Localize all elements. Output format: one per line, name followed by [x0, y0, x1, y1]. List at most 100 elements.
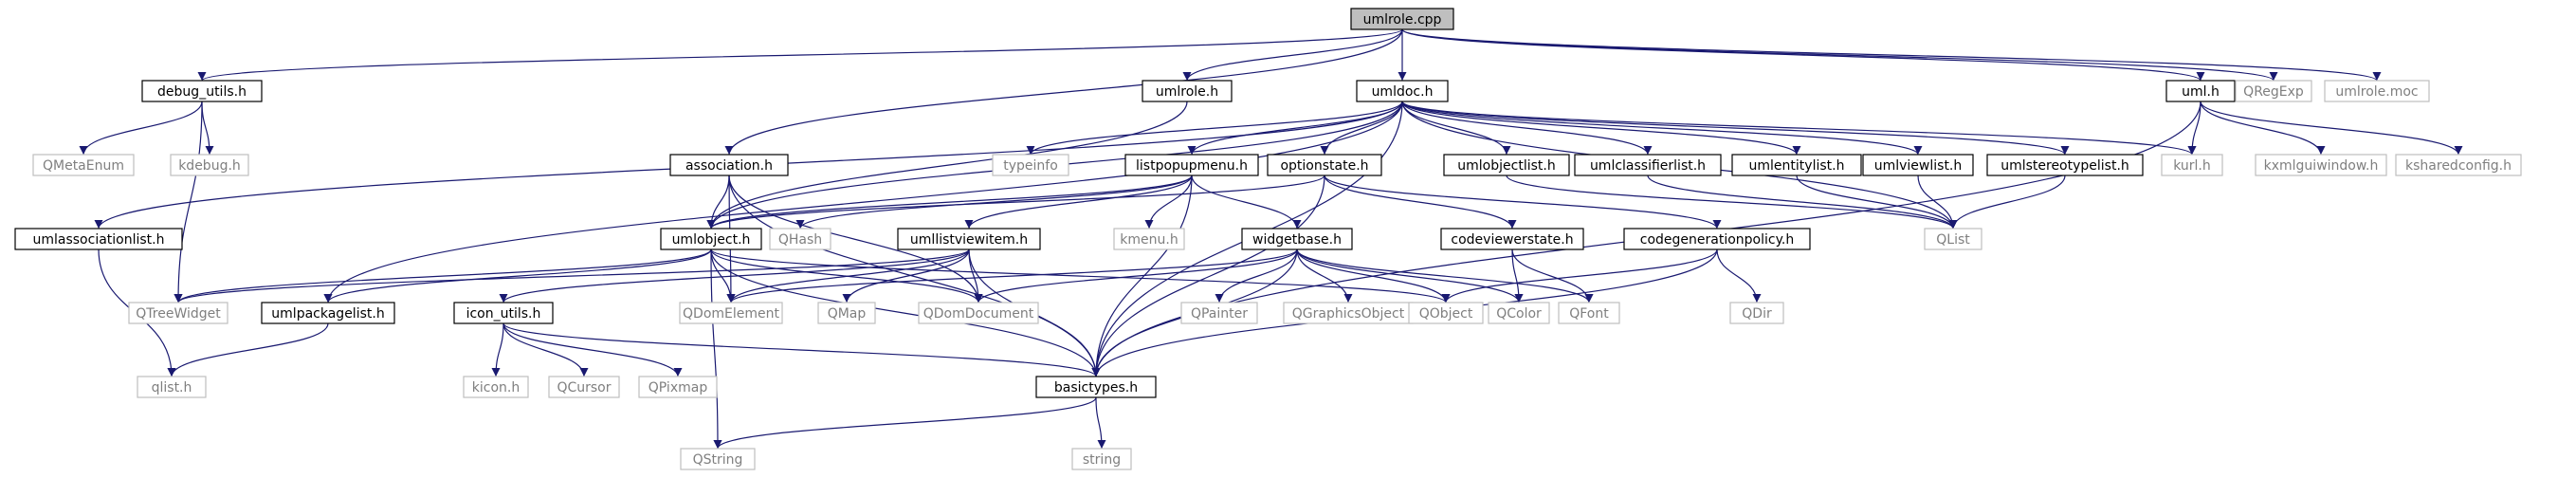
node-umlstereotypelist_h[interactable]: umlstereotypelist.h [1986, 154, 2144, 176]
node-qcolor[interactable]: QColor [1488, 302, 1550, 324]
node-uml_h[interactable]: uml.h [2165, 80, 2236, 102]
edge-umldoc_h-to-umlentitylist_h [1401, 101, 1801, 156]
node-label-qpainter: QPainter [1191, 306, 1248, 322]
node-label-kicon_h: kicon.h [472, 380, 520, 395]
node-typeinfo[interactable]: typeinfo [992, 154, 1069, 176]
node-qpixmap[interactable]: QPixmap [638, 376, 718, 398]
nodes-layer: umlrole.cpp debug_utils.h umlrole.h umldoc.… [14, 8, 2522, 470]
node-box-basictypes_h [1035, 376, 1157, 398]
node-umlobjectlist_h[interactable]: umlobjectlist.h [1443, 154, 1570, 176]
node-codegenerationpolicy_h[interactable]: codegenerationpolicy.h [1623, 228, 1811, 250]
node-umlrole_moc[interactable]: umlrole.moc [2324, 80, 2430, 102]
node-umlclassifierlist_h[interactable]: umlclassifierlist.h [1574, 154, 1722, 176]
node-qgraphicsobject[interactable]: QGraphicsObject [1283, 302, 1414, 324]
edge-optionstate_h-to-codeviewerstate_h [1324, 175, 1517, 230]
node-box-kdebug_h [170, 154, 249, 176]
edge-widgetbase_h-to-qcolor [1296, 248, 1524, 303]
node-association_h[interactable]: association.h [669, 154, 789, 176]
node-icon_utils_h[interactable]: icon_utils.h [453, 302, 554, 324]
node-qregexp[interactable]: QRegExp [2235, 80, 2312, 102]
node-kxmlguiwindow_h[interactable]: kxmlguiwindow.h [2255, 154, 2387, 176]
node-label-qdir: QDir [1742, 306, 1772, 322]
node-qpainter[interactable]: QPainter [1180, 302, 1258, 324]
node-ksharedconfig_h[interactable]: ksharedconfig.h [2395, 154, 2522, 176]
node-qmetaenum[interactable]: QMetaEnum [32, 154, 135, 176]
node-label-qcolor: QColor [1496, 306, 1542, 322]
node-umlobject_h[interactable]: umlobject.h [660, 228, 762, 250]
node-box-qcursor [548, 376, 620, 398]
node-basictypes_h[interactable]: basictypes.h [1035, 376, 1157, 398]
node-umllistviewitem_h[interactable]: umllistviewitem.h [897, 228, 1041, 250]
node-box-qhash [769, 228, 831, 250]
node-string[interactable]: string [1071, 448, 1132, 470]
edge-umldoc_h-to-typeinfo [1026, 101, 1403, 156]
node-optionstate_h[interactable]: optionstate.h [1267, 154, 1382, 176]
node-codeviewerstate_h[interactable]: codeviewerstate.h [1440, 228, 1584, 250]
node-qlist_h[interactable]: qlist.h [137, 376, 207, 398]
edge-debug_utils_h-to-qmetaenum [79, 101, 203, 156]
node-box-umlobject_h [660, 228, 762, 250]
node-umlrole_h[interactable]: umlrole.h [1142, 80, 1233, 102]
node-label-qdomdocument: QDomDocument [923, 306, 1034, 322]
node-debug_utils_h[interactable]: debug_utils.h [141, 80, 263, 102]
node-qfont[interactable]: QFont [1558, 302, 1620, 324]
node-label-qmap: QMap [828, 306, 867, 322]
node-label-uml_h: uml.h [2182, 84, 2220, 100]
edge-umlobject_h-to-qtreewidget [174, 248, 712, 303]
edge-umlrole_cpp-to-qregexp [1401, 28, 2278, 82]
node-label-codeviewerstate_h: codeviewerstate.h [1451, 232, 1573, 248]
node-box-qlist_h [137, 376, 207, 398]
node-label-kmenu_h: kmenu.h [1120, 232, 1178, 248]
node-kdebug_h[interactable]: kdebug.h [170, 154, 249, 176]
node-qmap[interactable]: QMap [817, 302, 876, 324]
node-box-icon_utils_h [453, 302, 554, 324]
node-label-qobject: QObject [1419, 306, 1473, 322]
edge-widgetbase_h-to-qgraphicsobject [1296, 248, 1353, 303]
node-umlpackagelist_h[interactable]: umlpackagelist.h [261, 302, 395, 324]
node-label-qlist_h: qlist.h [152, 380, 192, 395]
node-widgetbase_h[interactable]: widgetbase.h [1241, 228, 1353, 250]
node-label-qpixmap: QPixmap [649, 380, 708, 395]
edge-umldoc_h-to-umlpackagelist_h [323, 101, 1403, 303]
node-qhash[interactable]: QHash [769, 228, 831, 250]
edge-widgetbase_h-to-qpainter [1215, 248, 1298, 303]
edge-listpopupmenu_h-to-kmenu_h [1144, 175, 1193, 230]
node-label-kurl_h: kurl.h [2173, 158, 2211, 174]
node-listpopupmenu_h[interactable]: listpopupmenu.h [1124, 154, 1259, 176]
node-qlist[interactable]: QList [1924, 228, 1982, 250]
node-label-listpopupmenu_h: listpopupmenu.h [1136, 158, 1248, 174]
node-qdomelement[interactable]: QDomElement [679, 302, 783, 324]
node-label-umlassociationlist_h: umlassociationlist.h [32, 232, 164, 248]
node-label-umlrole_cpp: umlrole.cpp [1363, 12, 1442, 28]
edge-umllistviewitem_h-to-qtreewidget [174, 248, 970, 303]
node-kmenu_h[interactable]: kmenu.h [1113, 228, 1185, 250]
node-umldoc_h[interactable]: umldoc.h [1356, 80, 1449, 102]
node-umlviewlist_h[interactable]: umlviewlist.h [1862, 154, 1974, 176]
node-qcursor[interactable]: QCursor [548, 376, 620, 398]
node-box-ksharedconfig_h [2395, 154, 2522, 176]
node-label-basictypes_h: basictypes.h [1054, 380, 1138, 395]
edge-listpopupmenu_h-to-qhash [795, 175, 1193, 230]
node-box-qdomelement [679, 302, 783, 324]
node-qdomdocument[interactable]: QDomDocument [918, 302, 1039, 324]
edge-codeviewerstate_h-to-qcolor [1511, 248, 1524, 303]
node-umlassociationlist_h[interactable]: umlassociationlist.h [14, 228, 183, 250]
edge-umlrole_h-to-umlobject_h [706, 101, 1188, 230]
node-qtreewidget[interactable]: QTreeWidget [128, 302, 228, 324]
node-kurl_h[interactable]: kurl.h [2161, 154, 2223, 176]
node-label-association_h: association.h [685, 158, 773, 174]
node-qdir[interactable]: QDir [1729, 302, 1784, 324]
edge-widgetbase_h-to-qdomelement [726, 248, 1298, 303]
node-box-qdir [1729, 302, 1784, 324]
node-kicon_h[interactable]: kicon.h [463, 376, 529, 398]
node-qstring[interactable]: QString [680, 448, 756, 470]
node-umlentitylist_h[interactable]: umlentitylist.h [1731, 154, 1862, 176]
edge-debug_utils_h-to-kdebug_h [201, 101, 214, 156]
node-umlrole_cpp[interactable]: umlrole.cpp [1350, 8, 1454, 30]
node-box-qpainter [1180, 302, 1258, 324]
node-box-umlrole_h [1142, 80, 1233, 102]
edge-umlobject_h-to-qobject [710, 248, 1451, 303]
edge-umllistviewitem_h-to-qdomelement [726, 248, 970, 303]
edge-uml_h-to-kxmlguiwindow_h [2200, 101, 2326, 156]
node-qobject[interactable]: QObject [1408, 302, 1484, 324]
